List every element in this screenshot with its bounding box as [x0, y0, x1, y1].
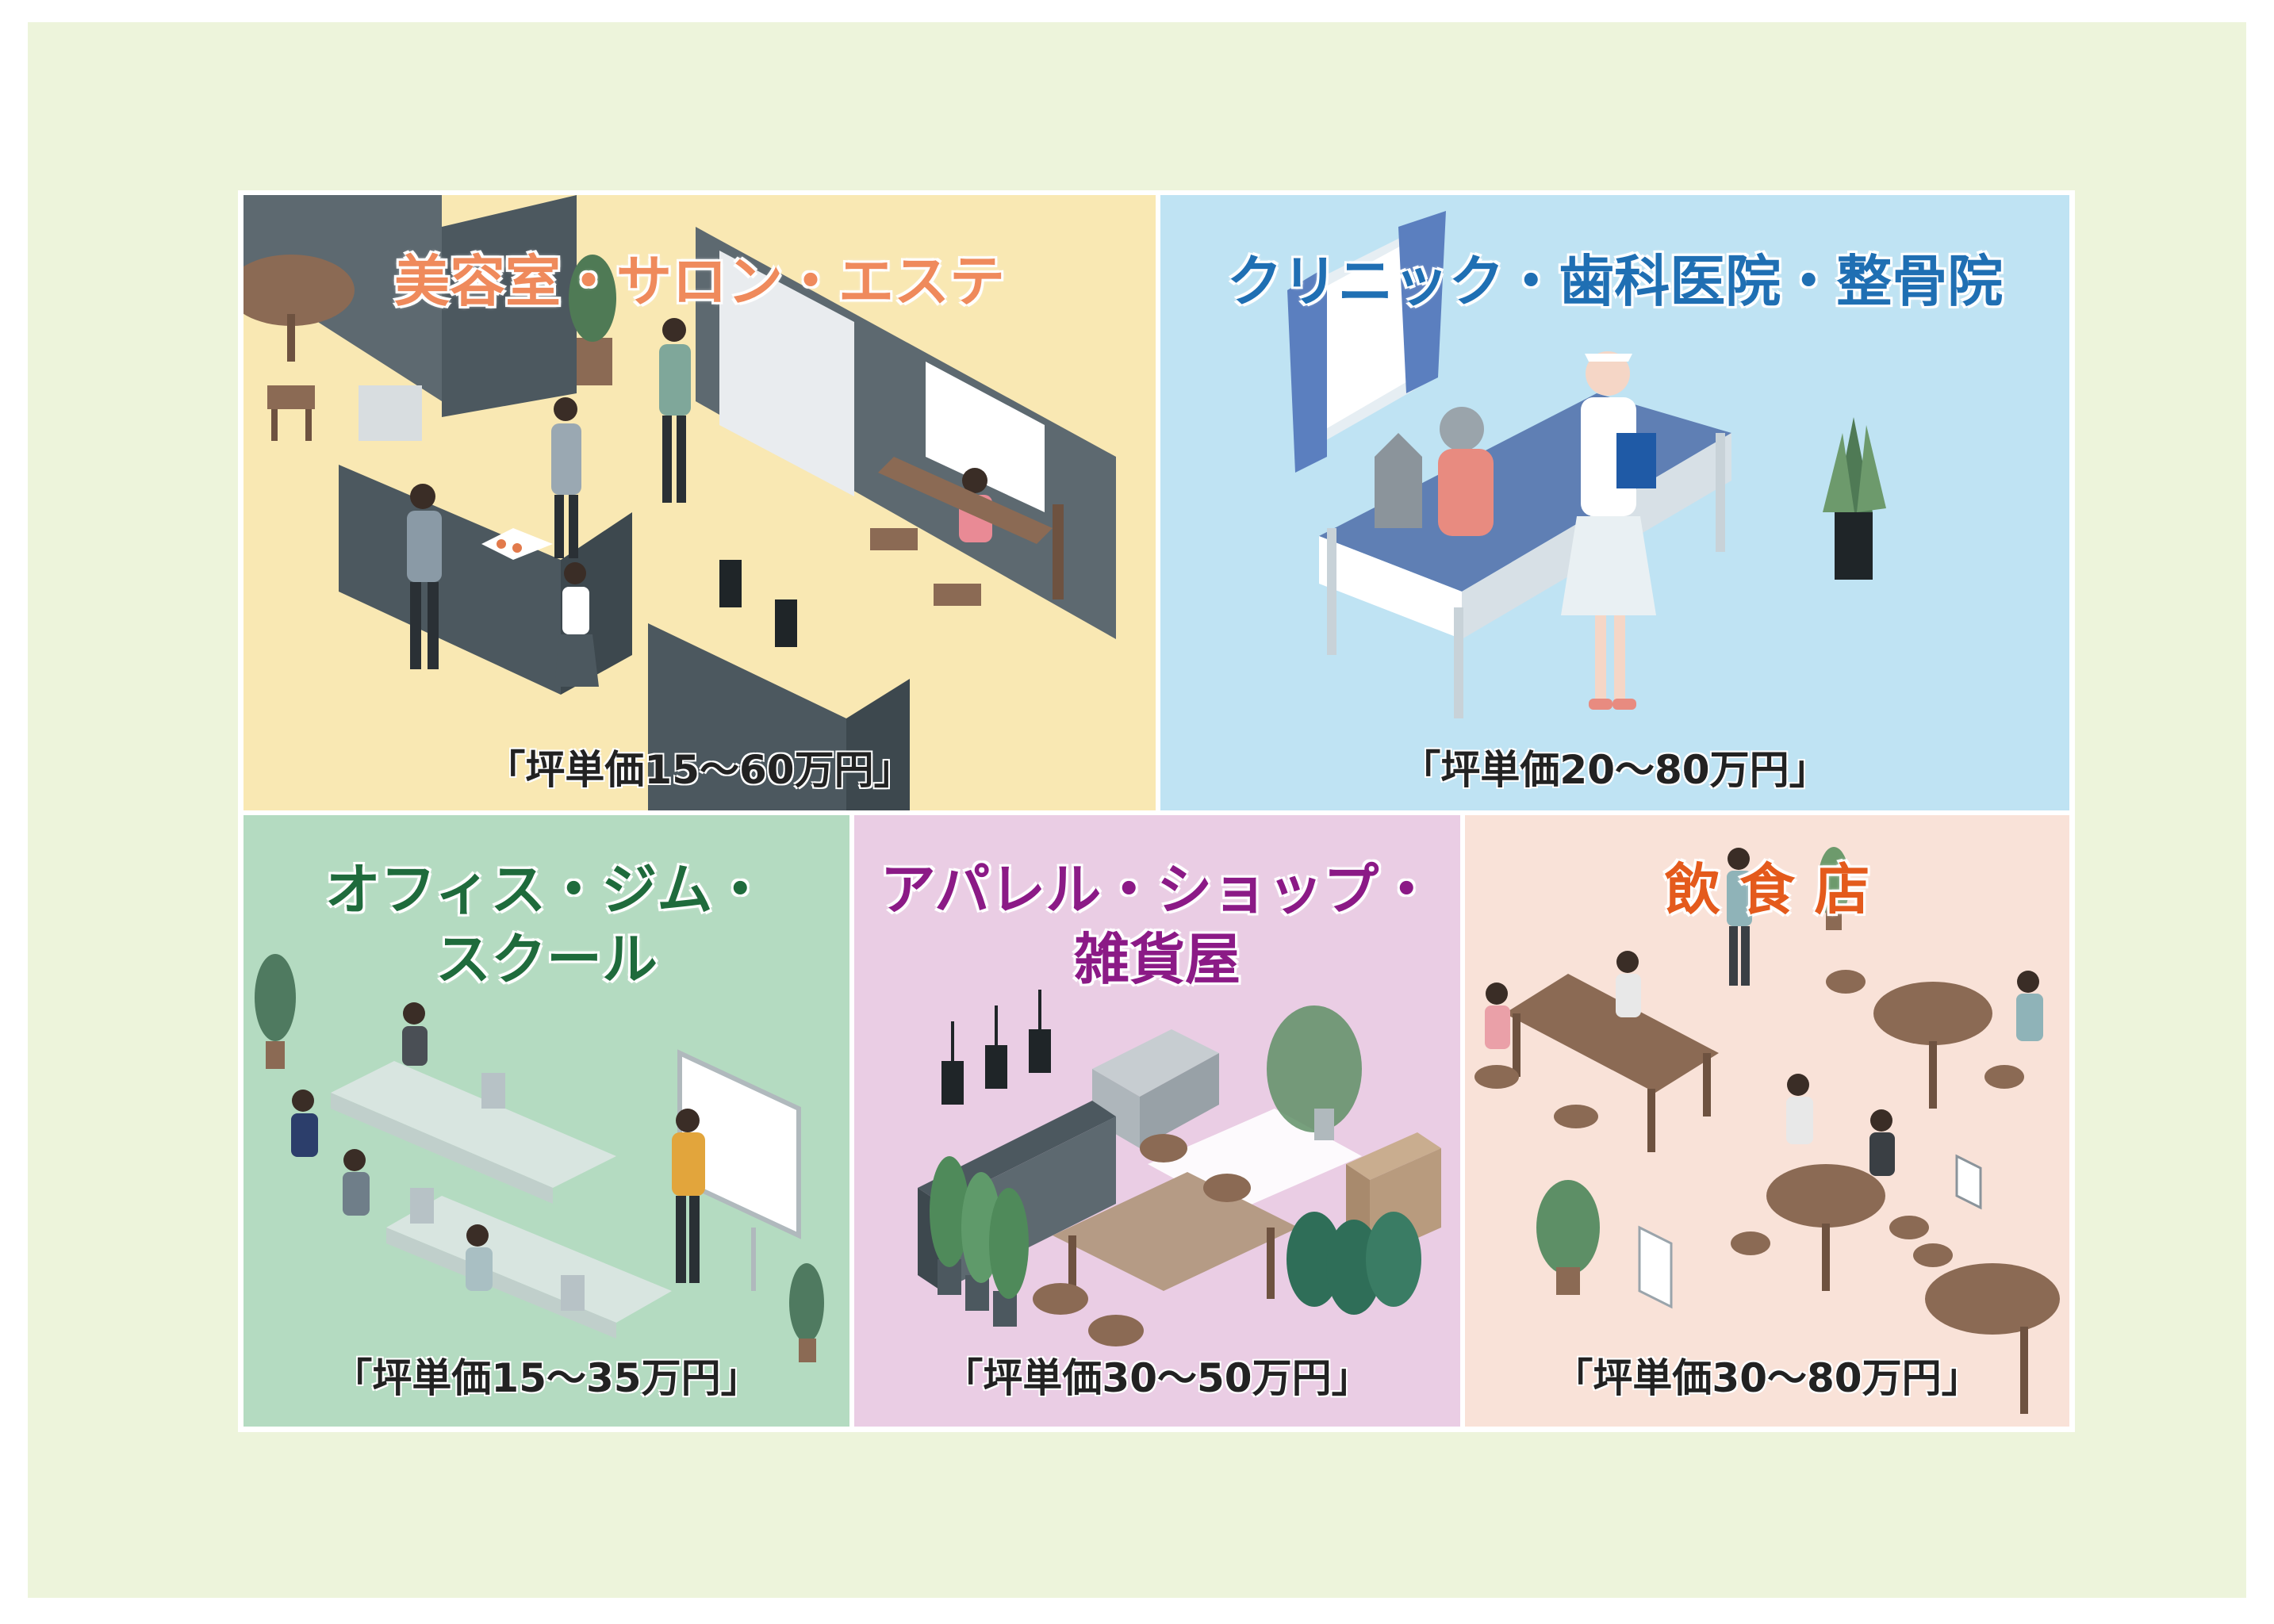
salon-illustration [244, 195, 1116, 810]
panel-title-line: アパレル・ショップ・ [880, 857, 1435, 922]
category-grid: 美容室・サロン・エステ 「坪単価15～60万円」 [238, 190, 2075, 1432]
panel-title: 美容室・サロン・エステ [244, 247, 1156, 316]
panel-title: クリニック・歯科医院・整骨院 [1160, 247, 2069, 316]
clinic-illustration [1287, 211, 1886, 718]
panel-apparel-shop: アパレル・ショップ・ 雑貨屋 「坪単価30～50万円」 [854, 815, 1460, 1427]
price-label: 「坪単価30～50万円」 [943, 1355, 1371, 1401]
panel-title-line: オフィス・ジム・ [324, 857, 769, 922]
shop-illustration [918, 990, 1441, 1346]
panel-restaurant: 飲 食 店 「坪単価30～80万円」 [1465, 815, 2069, 1427]
panel-title: オフィス・ジム・ スクール [244, 855, 849, 994]
panel-title: アパレル・ショップ・ 雑貨屋 [854, 855, 1460, 994]
panel-title-line: 飲 食 店 [1664, 857, 1870, 922]
restaurant-illustration [1474, 847, 2060, 1414]
price-label: 「坪単価15～60万円」 [485, 747, 914, 793]
price-label: 「坪単価30～80万円」 [1553, 1355, 1981, 1401]
panel-title: 飲 食 店 [1465, 855, 2069, 925]
panel-beauty-salon: 美容室・サロン・エステ 「坪単価15～60万円」 [244, 195, 1156, 810]
panel-title-line: 雑貨屋 [1074, 927, 1241, 992]
price-label: 「坪単価20～80万円」 [1401, 747, 1829, 793]
panel-title-line: 美容室・サロン・エステ [394, 249, 1005, 314]
panel-clinic: クリニック・歯科医院・整骨院 「坪単価20～80万円」 [1160, 195, 2069, 810]
price-label: 「坪単価15～35万円」 [332, 1355, 761, 1401]
panel-title-line: クリニック・歯科医院・整骨院 [1226, 249, 2004, 314]
office-illustration [255, 954, 824, 1362]
panel-office: オフィス・ジム・ スクール 「坪単価15～35万円」 [244, 815, 849, 1427]
panel-title-line: スクール [435, 927, 658, 992]
